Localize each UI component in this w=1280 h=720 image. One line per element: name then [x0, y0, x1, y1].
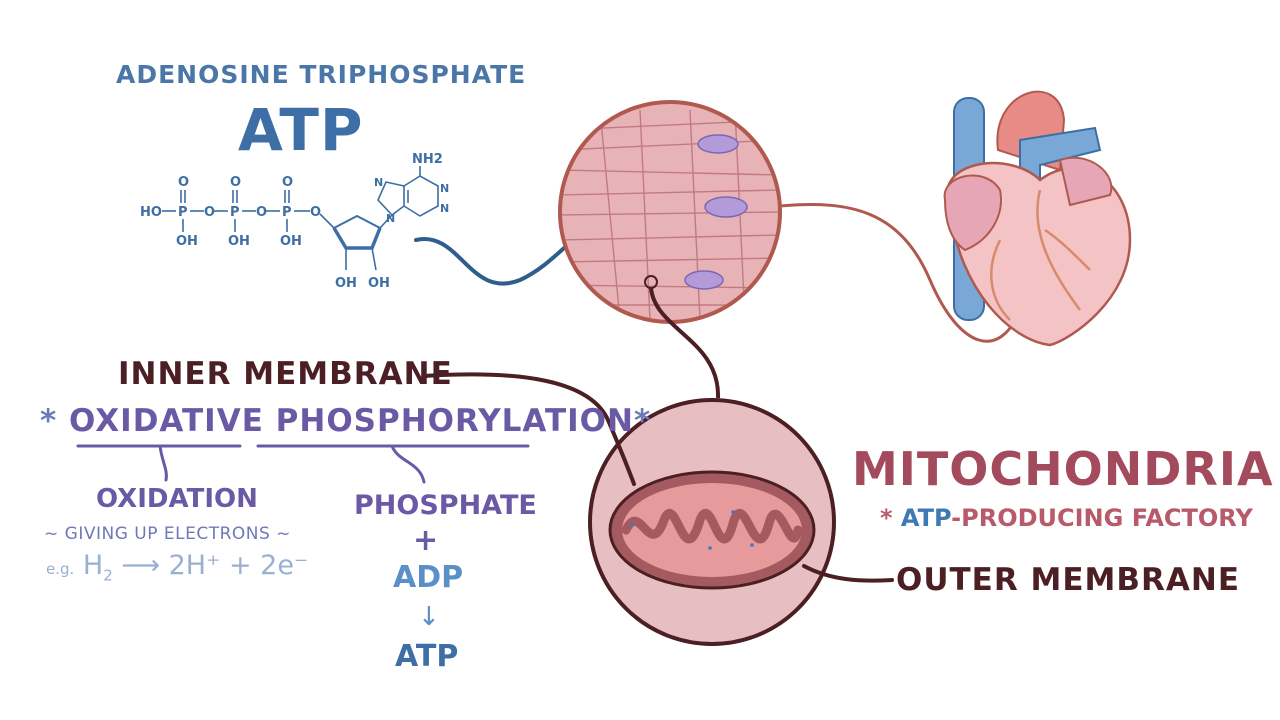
mitochondria-circle [588, 398, 836, 646]
label-oxidative-phosphorylation: * OXIDATIVE PHOSPHORYLATION* [40, 403, 651, 439]
label-giving-up-electrons: ~ GIVING UP ELECTRONS ~ [44, 524, 291, 544]
label-atp-result: ATP [395, 639, 459, 674]
atom-oh3: OH [280, 234, 302, 249]
heading-atp: ATP [238, 96, 364, 164]
heart-illustration [943, 90, 1132, 347]
star-left: * [40, 403, 58, 439]
atom-dbl-o3: O [282, 175, 293, 190]
star-right: * [633, 403, 652, 439]
eq-left: H [82, 550, 104, 581]
label-mitochondria: MITOCHONDRIA [852, 442, 1274, 496]
label-oxidation: OXIDATION [96, 484, 258, 514]
atom-oh2: OH [228, 234, 250, 249]
atom-nh2: NH2 [412, 152, 443, 167]
muscle-to-mitochondria-line [649, 287, 721, 399]
atom-p3: P [282, 205, 292, 220]
atom-n2: N [374, 176, 383, 189]
oxphos-text: OXIDATIVE PHOSPHORYLATION [69, 403, 634, 439]
label-phosphate: PHOSPHATE [354, 490, 537, 521]
eq-sub: 2 [103, 566, 113, 585]
atom-o3: O [310, 205, 321, 220]
label-atp-producing-factory: * ATP-PRODUCING FACTORY [880, 504, 1253, 532]
atom-sugar-oh2: OH [368, 276, 390, 291]
oxphos-brackets [76, 444, 530, 484]
eq-arrow-icon: ⟶ [112, 550, 169, 581]
atom-dbl-o2: O [230, 175, 241, 190]
factory-atp: ATP [900, 504, 952, 532]
atom-p1: P [178, 205, 188, 220]
muscle-to-heart-line [779, 203, 1022, 343]
subtitle-adenosine-triphosphate: ADENOSINE TRIPHOSPHATE [116, 60, 527, 89]
plus-sign: + [413, 523, 439, 558]
atom-o1: O [204, 205, 215, 220]
factory-rest: -PRODUCING FACTORY [951, 504, 1253, 532]
atom-oh1: OH [176, 234, 198, 249]
atp-structure [162, 166, 439, 271]
label-adp: ADP [393, 560, 464, 595]
atom-sugar-oh1: OH [335, 276, 357, 291]
label-inner-membrane: INNER MEMBRANE [118, 356, 453, 392]
cardiac-muscle-circle [558, 100, 782, 324]
inner-membrane-pointer [422, 372, 636, 486]
atom-n1: N [386, 212, 395, 225]
eq-right: 2H⁺ + 2e⁻ [168, 550, 309, 581]
atom-o2: O [256, 205, 267, 220]
atom-ho: HO [140, 205, 162, 220]
atom-dbl-o1: O [178, 175, 189, 190]
outer-membrane-pointer [802, 564, 894, 583]
atom-n4: N [440, 202, 449, 215]
eg-label: e.g. [46, 560, 75, 578]
atp-atoms: HO P O P O P O O O O OH OH OH OH OH NH2 … [140, 152, 449, 291]
label-outer-membrane: OUTER MEMBRANE [896, 562, 1240, 598]
atom-p2: P [230, 205, 240, 220]
atom-n3: N [440, 182, 449, 195]
factory-star: * [880, 504, 893, 532]
down-arrow-icon: ↓ [418, 602, 440, 632]
equation-h2: e.g. H2 ⟶ 2H⁺ + 2e⁻ [46, 550, 308, 584]
